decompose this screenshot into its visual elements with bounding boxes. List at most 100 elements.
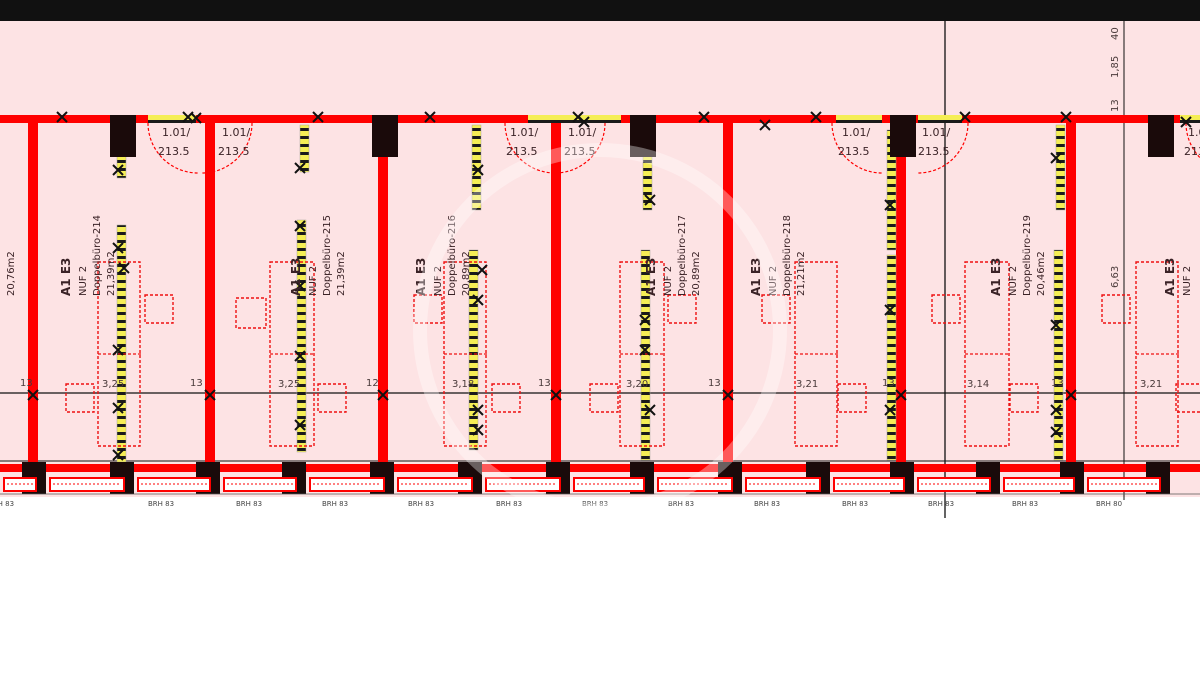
demolition-strip <box>1055 124 1066 211</box>
demolition-cross <box>472 424 484 436</box>
room-code: A1 E3 <box>289 258 303 296</box>
room-usage-label: NUF 2 <box>663 266 674 296</box>
partition-wall <box>896 119 906 469</box>
room-width-label: 3,18 <box>452 379 474 390</box>
axis-intersection <box>895 389 907 401</box>
demolition-strip <box>567 115 621 123</box>
window-sill-label: BRH 83 <box>668 500 694 508</box>
furniture <box>65 383 95 413</box>
side-dimension-label: 13 <box>1110 99 1121 112</box>
room-area: 20,89m2 <box>691 251 702 296</box>
room-width-label: 3,21 <box>796 379 818 390</box>
demolition-strip <box>296 219 307 453</box>
demolition-cross <box>644 404 656 416</box>
structural-column <box>890 115 916 157</box>
room-code: A1 E3 <box>749 258 763 296</box>
door-label: 213.5 <box>564 145 596 158</box>
room-code: A1 E3 <box>644 258 658 296</box>
room-area: 20,89m2 <box>461 251 472 296</box>
room-code: A1 E3 <box>414 258 428 296</box>
furniture <box>761 294 791 324</box>
demolition-cross <box>112 242 124 254</box>
window-sill-label: BRH 83 <box>928 500 954 508</box>
demolition-cross <box>959 111 971 123</box>
room-area: 20,46m2 <box>1036 251 1047 296</box>
demolition-cross <box>476 264 488 276</box>
demolition-strip <box>836 115 882 123</box>
axis-intersection <box>27 389 39 401</box>
furniture <box>491 383 521 413</box>
window-sill-label: BRH 83 <box>322 500 348 508</box>
side-dimension-label: 1,85 <box>1110 56 1121 78</box>
structural-column <box>110 115 136 157</box>
demolition-cross <box>472 294 484 306</box>
wall-thickness-label: 13 <box>1051 378 1064 389</box>
furniture <box>317 383 347 413</box>
furniture <box>413 294 443 324</box>
demolition-strip <box>528 115 568 123</box>
demolition-strip <box>148 115 196 123</box>
room-area: 21,39m2 <box>106 251 117 296</box>
door-label: 213.5 <box>838 145 870 158</box>
room-area: 20,76m2 <box>6 251 17 296</box>
door-label: 1.01/ <box>222 126 250 139</box>
window-sill-label: BRH 80 <box>1096 500 1122 508</box>
demolition-strip <box>468 249 479 451</box>
wall-thickness-label: 13 <box>882 378 895 389</box>
furniture <box>235 297 267 329</box>
room-name: Doppelbüro-214 <box>92 215 103 296</box>
wall-thickness-label: 13 <box>538 378 551 389</box>
watermark-logo <box>413 143 787 517</box>
demolition-strip <box>918 115 962 123</box>
demolition-cross <box>472 164 484 176</box>
axis-intersection <box>722 389 734 401</box>
room-usage-label: NUF 2 <box>308 266 319 296</box>
room-code: A1 E3 <box>1163 258 1177 296</box>
door-label: 1.01/ <box>510 126 538 139</box>
demolition-cross <box>644 194 656 206</box>
room-usage-label: NUF 2 <box>1182 266 1193 296</box>
demolition-cross <box>112 449 124 461</box>
structural-column <box>372 115 398 157</box>
room-name: Doppelbüro-215 <box>322 215 333 296</box>
door-label: 1.01/ <box>842 126 870 139</box>
window-sill-label: BRH 83 <box>1012 500 1038 508</box>
demolition-cross <box>472 404 484 416</box>
axis-intersection <box>204 389 216 401</box>
wall-thickness-label: 13 <box>190 378 203 389</box>
demolition-cross <box>884 304 896 316</box>
room-name: Doppelbüro-219 <box>1022 215 1033 296</box>
demolition-cross <box>112 344 124 356</box>
demolition-strip <box>886 254 897 461</box>
room-usage-label: NUF 2 <box>1008 266 1019 296</box>
demolition-cross <box>884 404 896 416</box>
furniture <box>931 294 961 324</box>
window-sill-label: BRH 83 <box>0 500 14 508</box>
room-area: 21,39m2 <box>336 251 347 296</box>
demolition-cross <box>1060 111 1072 123</box>
furniture <box>1175 383 1200 413</box>
demolition-cross <box>1050 426 1062 438</box>
window-sill-label: BRH 83 <box>582 500 608 508</box>
wall-thickness-label: 13 <box>708 378 721 389</box>
demolition-cross <box>190 112 202 124</box>
partition-wall <box>205 119 215 469</box>
top-border <box>0 0 1200 21</box>
demolition-cross <box>578 116 590 128</box>
furniture <box>964 261 1010 447</box>
demolition-cross <box>294 350 306 362</box>
demolition-cross <box>884 199 896 211</box>
furniture <box>1009 383 1039 413</box>
demolition-cross <box>1050 319 1062 331</box>
structural-column <box>630 115 656 157</box>
room-name: Doppelbüro-217 <box>677 215 688 296</box>
room-width-label: 3,25 <box>102 379 124 390</box>
door-label: 1.01/ <box>1188 126 1200 139</box>
room-usage-label: NUF 2 <box>433 266 444 296</box>
room-width-label: 3,25 <box>278 379 300 390</box>
door-label: 213.5 <box>506 145 538 158</box>
door-label: 1.01/ <box>162 126 190 139</box>
demolition-strip <box>299 124 310 173</box>
demolition-cross <box>639 344 651 356</box>
